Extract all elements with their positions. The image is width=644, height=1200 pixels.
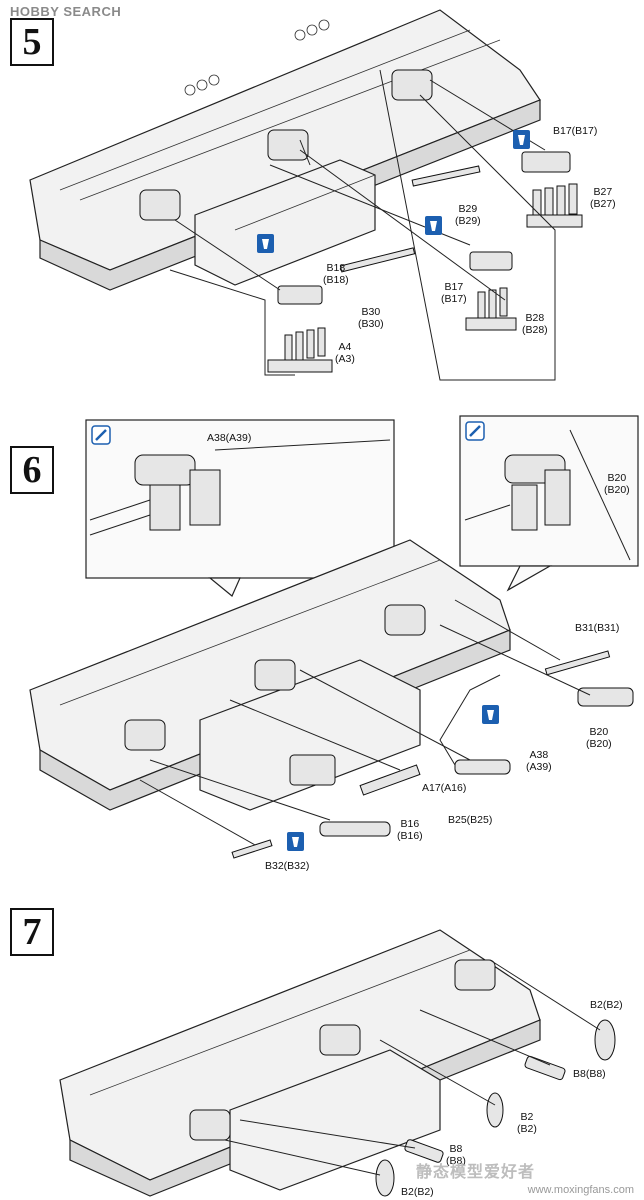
label-b17-top: B17(B17) (553, 125, 598, 137)
moxingfans-watermark-cn: 静态模型爱好者 (416, 1164, 536, 1181)
cement-bottle-icon (425, 216, 442, 235)
label-b25: B25(B25) (448, 814, 493, 826)
step6-hull (29, 539, 511, 811)
step6-parts (139, 599, 634, 859)
label-b27: B27 (B27) (590, 186, 616, 210)
label-b8-bottom: B8 (B8) (446, 1143, 466, 1167)
step7-parts (224, 959, 616, 1197)
label-b2-top: B2(B2) (590, 999, 623, 1011)
hobby-search-watermark: HOBBY SEARCH (10, 4, 122, 19)
label-b20-callout: B20 (B20) (604, 472, 630, 496)
step-number-6: 6 (10, 446, 54, 494)
brush-icon (465, 421, 485, 441)
label-b2-mid: B2 (B2) (517, 1111, 537, 1135)
label-b30: B30 (B30) (358, 306, 384, 330)
step7-hull (59, 929, 541, 1197)
cement-bottle-icon (287, 832, 304, 851)
step6-callout-left (85, 419, 395, 597)
label-b18: B18 (B18) (323, 262, 349, 286)
cement-bottle-icon (257, 234, 274, 253)
label-b32: B32(B32) (265, 860, 310, 872)
cement-bottle-icon (482, 705, 499, 724)
step5-hull (29, 9, 541, 291)
brush-icon (91, 425, 111, 445)
label-b16: B16 (B16) (397, 818, 423, 842)
label-a17: A17(A16) (422, 782, 467, 794)
label-b20: B20 (B20) (586, 726, 612, 750)
label-b2-bottom: B2(B2) (401, 1186, 434, 1198)
step6-callout-right (459, 415, 639, 592)
label-a38: A38 (A39) (526, 749, 552, 773)
label-b17-mid: B17 (B17) (441, 281, 467, 305)
cement-bottle-icon (513, 130, 530, 149)
step-number-5: 5 (10, 18, 54, 66)
step-number-7: 7 (10, 908, 54, 956)
label-a38-callout: A38(A39) (207, 432, 252, 444)
label-a4: A4 (A3) (335, 341, 355, 365)
label-b8-top: B8(B8) (573, 1068, 606, 1080)
step5-parts (169, 69, 583, 381)
label-b29: B29 (B29) (455, 203, 481, 227)
moxingfans-watermark-url: www.moxingfans.com (527, 1184, 634, 1196)
label-b28: B28 (B28) (522, 312, 548, 336)
label-b31: B31(B31) (575, 622, 620, 634)
